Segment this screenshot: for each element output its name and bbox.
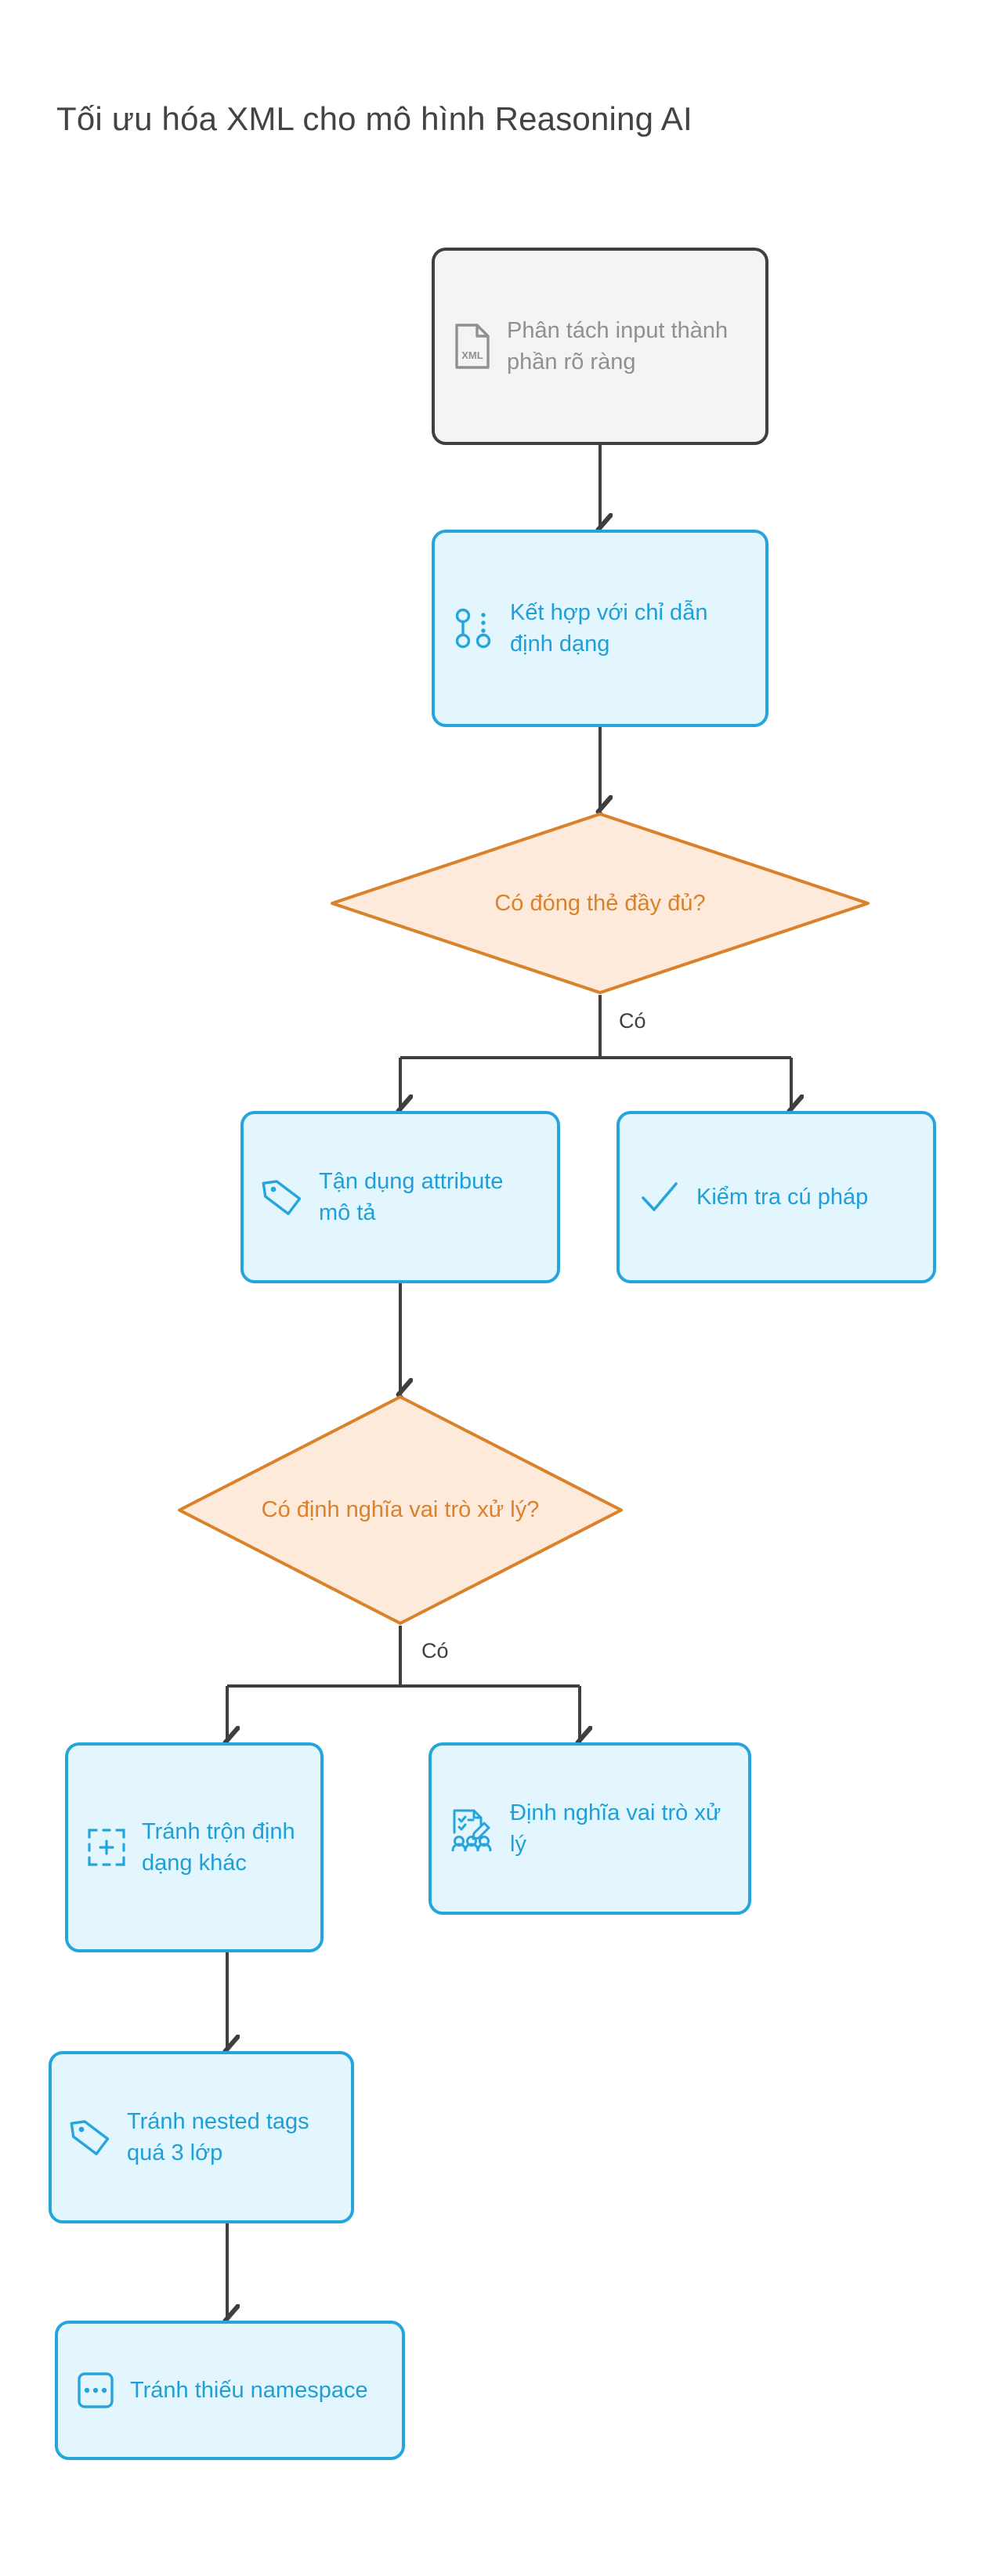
node-label: Tránh trộn định dạng khác: [142, 1818, 295, 1876]
node-ket-hop-chi-dan[interactable]: Kết hợp với chỉ dẫn định dạng: [432, 530, 768, 727]
node-label: Tận dụng attribute mô tả: [319, 1168, 504, 1225]
node-label: Phân tách input thành phần rõ ràng: [507, 317, 729, 374]
edge-label-co-1: Có: [619, 1009, 646, 1033]
node-label: Kết hợp với chỉ dẫn định dạng: [510, 599, 708, 657]
node-label: Tránh thiếu namespace: [130, 2377, 368, 2403]
node-tranh-tron-dinh-dang[interactable]: Tránh trộn định dạng khác: [65, 1742, 324, 1952]
tag-icon: [261, 1175, 305, 1219]
node-tranh-thieu-namespace[interactable]: Tránh thiếu namespace: [55, 2321, 405, 2460]
node-label: Tránh nested tags quá 3 lớp: [127, 2108, 309, 2165]
roles-checklist-icon: [449, 1806, 496, 1852]
diamond-shape: [177, 1395, 624, 1626]
tag-icon: [69, 2115, 113, 2159]
edge-label-co-2: Có: [421, 1639, 449, 1662]
diamond-shape: [330, 812, 870, 995]
node-tan-dung-attribute[interactable]: Tận dụng attribute mô tả: [240, 1111, 560, 1283]
decision-co-dong-the[interactable]: Có đóng thẻ đầy đủ?: [330, 812, 870, 995]
xml-file-icon: XML: [452, 323, 493, 370]
check-icon: [637, 1175, 682, 1219]
git-branch-icon: [452, 605, 496, 652]
node-label: Định nghĩa vai trò xử lý: [510, 1800, 721, 1857]
node-tranh-nested-tags[interactable]: Tránh nested tags quá 3 lớp: [49, 2051, 354, 2223]
crop-frame-icon: [85, 1826, 128, 1869]
node-label: Kiểm tra cú pháp: [696, 1184, 869, 1210]
decision-label: Có định nghĩa vai trò xử lý?: [261, 1497, 540, 1523]
node-phan-tach-input[interactable]: XML Phân tách input thành phần rõ ràng: [432, 248, 768, 445]
node-dinh-nghia-vai-tro[interactable]: Định nghĩa vai trò xử lý: [428, 1742, 751, 1915]
decision-label: Có đóng thẻ đầy đủ?: [494, 890, 706, 916]
decision-co-dinh-nghia-vai-tro[interactable]: Có định nghĩa vai trò xử lý?: [177, 1395, 624, 1626]
svg-text:XML: XML: [461, 349, 483, 361]
dots-square-icon: [75, 2370, 116, 2411]
page-title: Tối ưu hóa XML cho mô hình Reasoning AI: [56, 100, 692, 137]
node-kiem-tra-cu-phap[interactable]: Kiểm tra cú pháp: [617, 1111, 936, 1283]
